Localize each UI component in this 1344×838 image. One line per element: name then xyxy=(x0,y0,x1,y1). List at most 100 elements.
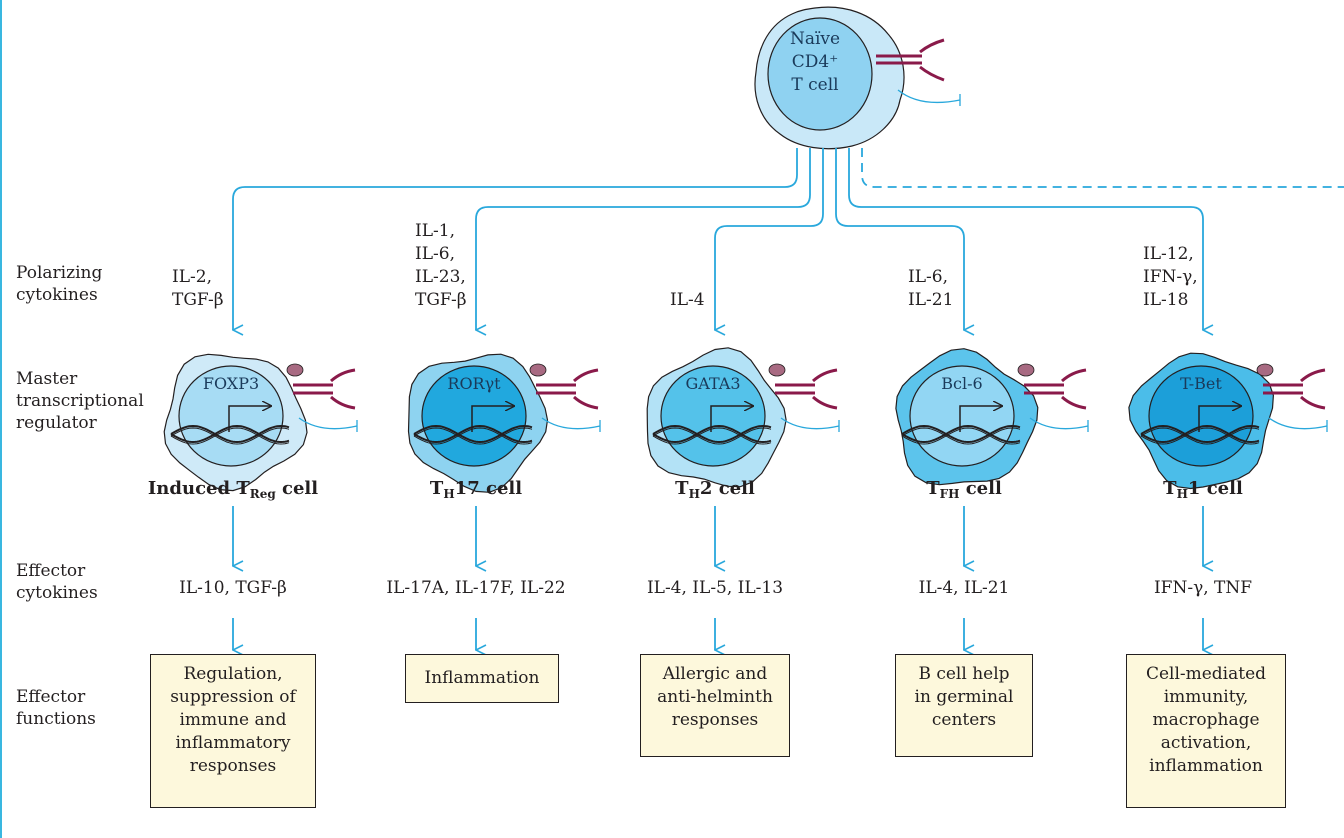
polarizing-cytokine: IL-12, xyxy=(1143,244,1194,264)
surface-protein-icon xyxy=(1256,363,1274,377)
effector-cytokines-tfh: IL-4, IL-21 xyxy=(918,578,1010,598)
effector-function-line: inflammatory xyxy=(175,733,291,753)
naive-cell-label: Naïve CD4⁺ T cell xyxy=(760,28,870,97)
effector-cytokines-th2: IL-4, IL-5, IL-13 xyxy=(646,578,784,598)
surface-protein-icon xyxy=(286,363,304,377)
row-label-master: Master transcriptional regulator xyxy=(16,369,144,433)
tcr-receptor-icon xyxy=(1024,368,1087,410)
polarizing-cytokines-treg: IL-2, TGF-β xyxy=(172,266,224,312)
row-label-effector-cytokines: Effector cytokines xyxy=(16,561,98,603)
tcr-receptor-icon xyxy=(775,368,838,410)
branch-dashed-offpage xyxy=(861,148,1344,188)
polarizing-cytokines-th17: IL-1, IL-6, IL-23, TGF-β xyxy=(415,220,467,312)
cell-tail xyxy=(298,417,358,430)
effector-cytokines-th1: IFN-γ, TNF xyxy=(1153,578,1253,598)
surface-protein-icon xyxy=(1017,363,1035,377)
effector-function-box-tfh: B cell help in germinal centers xyxy=(895,654,1033,757)
effector-function-line: Regulation, xyxy=(183,664,283,684)
effector-function-line: responses xyxy=(189,756,277,776)
dna-helix-icon xyxy=(901,424,1021,445)
cell-name-th1: TH1 cell xyxy=(1163,478,1243,501)
polarizing-cytokines-th2: IL-4 xyxy=(670,289,705,312)
effector-cytokines-th17: IL-17A, IL-17F, IL-22 xyxy=(386,578,566,598)
transcription-factor-tfh: Bcl-6 xyxy=(941,374,983,393)
polarizing-cytokine: IL-6, xyxy=(415,244,455,264)
effector-function-box-th2: Allergic and anti-helminth responses xyxy=(640,654,790,757)
naive-nucleus xyxy=(767,17,873,131)
polarizing-cytokine: IL-2, xyxy=(172,267,212,287)
transcription-arrow-icon xyxy=(959,406,1002,432)
effector-function-line: B cell help xyxy=(918,664,1010,684)
branch-to-tfh xyxy=(835,148,964,330)
effector-function-box-th17: Inflammation xyxy=(405,654,559,703)
polarizing-cytokine: IL-1, xyxy=(415,221,455,241)
cell-name-th2: TH2 cell xyxy=(675,478,755,501)
transcription-factor-th17: RORγt xyxy=(447,374,501,393)
dna-helix-icon xyxy=(413,424,533,445)
naive-label-line2: CD4⁺ xyxy=(791,52,839,72)
lower-arrows xyxy=(233,506,1203,650)
branch-to-th2 xyxy=(715,148,824,330)
transcription-arrow-icon xyxy=(710,406,753,432)
naive-label-line3: T cell xyxy=(791,75,839,95)
naive-label-line1: Naïve xyxy=(789,29,841,49)
surface-protein-icon xyxy=(768,363,786,377)
effector-cytokines-treg: IL-10, TGF-β xyxy=(179,578,287,598)
row-label-effector-functions: Effector functions xyxy=(16,687,96,729)
effector-function-line: inflammation xyxy=(1149,756,1263,776)
transcription-factor-treg: FOXP3 xyxy=(202,374,260,393)
naive-t-cell xyxy=(754,6,961,150)
effector-function-box-treg: Regulation, suppression of immune and infla… xyxy=(150,654,316,808)
tcr-receptor-icon xyxy=(536,368,599,410)
effector-cells xyxy=(163,347,1328,493)
surface-protein-icon xyxy=(529,363,547,377)
effector-function-line: suppression of xyxy=(170,687,296,707)
cell-th2 xyxy=(646,347,840,488)
polarizing-cytokine: IL-4 xyxy=(670,290,705,310)
effector-function-line: immune and xyxy=(179,710,287,730)
tcr-receptor-icon xyxy=(1263,368,1326,410)
cell-th17 xyxy=(407,353,601,493)
tcr-receptor-icon xyxy=(293,368,356,410)
cell-name-tfh: TFH cell xyxy=(926,478,1002,501)
polarizing-cytokine: IL-18 xyxy=(1143,290,1189,310)
effector-function-line: in germinal xyxy=(914,687,1014,707)
cell-tail xyxy=(1029,417,1089,430)
dna-helix-icon xyxy=(1140,424,1260,445)
row-label-polarizing: Polarizing cytokines xyxy=(16,263,103,305)
cell-tail xyxy=(780,417,840,430)
cell-tfh xyxy=(895,348,1089,486)
cell-name-th17: TH17 cell xyxy=(429,478,523,501)
effector-function-line: Allergic and xyxy=(662,664,768,684)
dna-helix-icon xyxy=(170,424,290,445)
effector-function-line: immunity, xyxy=(1163,687,1249,707)
effector-function-line: responses xyxy=(671,710,759,730)
effector-function-line: Inflammation xyxy=(424,668,540,688)
branch-to-th1 xyxy=(848,148,1203,330)
effector-function-line: activation, xyxy=(1160,733,1252,753)
branch-to-treg xyxy=(233,148,798,330)
polarizing-cytokine: IFN-γ, xyxy=(1143,267,1198,287)
cell-treg xyxy=(163,353,358,492)
polarizing-cytokine: TGF-β xyxy=(415,290,467,310)
dna-helix-icon xyxy=(652,424,772,445)
effector-function-line: macrophage xyxy=(1152,710,1260,730)
transcription-arrow-icon xyxy=(228,406,271,432)
polarizing-cytokine: IL-21 xyxy=(908,290,954,310)
cell-th1 xyxy=(1128,352,1328,490)
effector-function-line: centers xyxy=(931,710,997,730)
transcription-arrow-icon xyxy=(471,406,514,432)
naive-tcr-receptor-icon xyxy=(876,38,945,82)
polarizing-cytokines-tfh: IL-6,IL-21 xyxy=(908,266,953,312)
branch-arrows xyxy=(233,148,1344,330)
transcription-factor-th2: GATA3 xyxy=(685,374,741,393)
polarizing-cytokine: TGF-β xyxy=(172,290,224,310)
effector-function-line: Cell-mediated xyxy=(1145,664,1267,684)
effector-function-box-th1: Cell-mediated immunity, macrophage activati… xyxy=(1126,654,1286,808)
transcription-factor-th1: T-Bet xyxy=(1180,374,1222,393)
effector-function-line: anti-helminth xyxy=(657,687,773,707)
cell-name-treg: Induced TReg cell xyxy=(147,478,319,501)
polarizing-cytokine: IL-23, xyxy=(415,267,466,287)
branch-to-th17 xyxy=(476,148,811,330)
